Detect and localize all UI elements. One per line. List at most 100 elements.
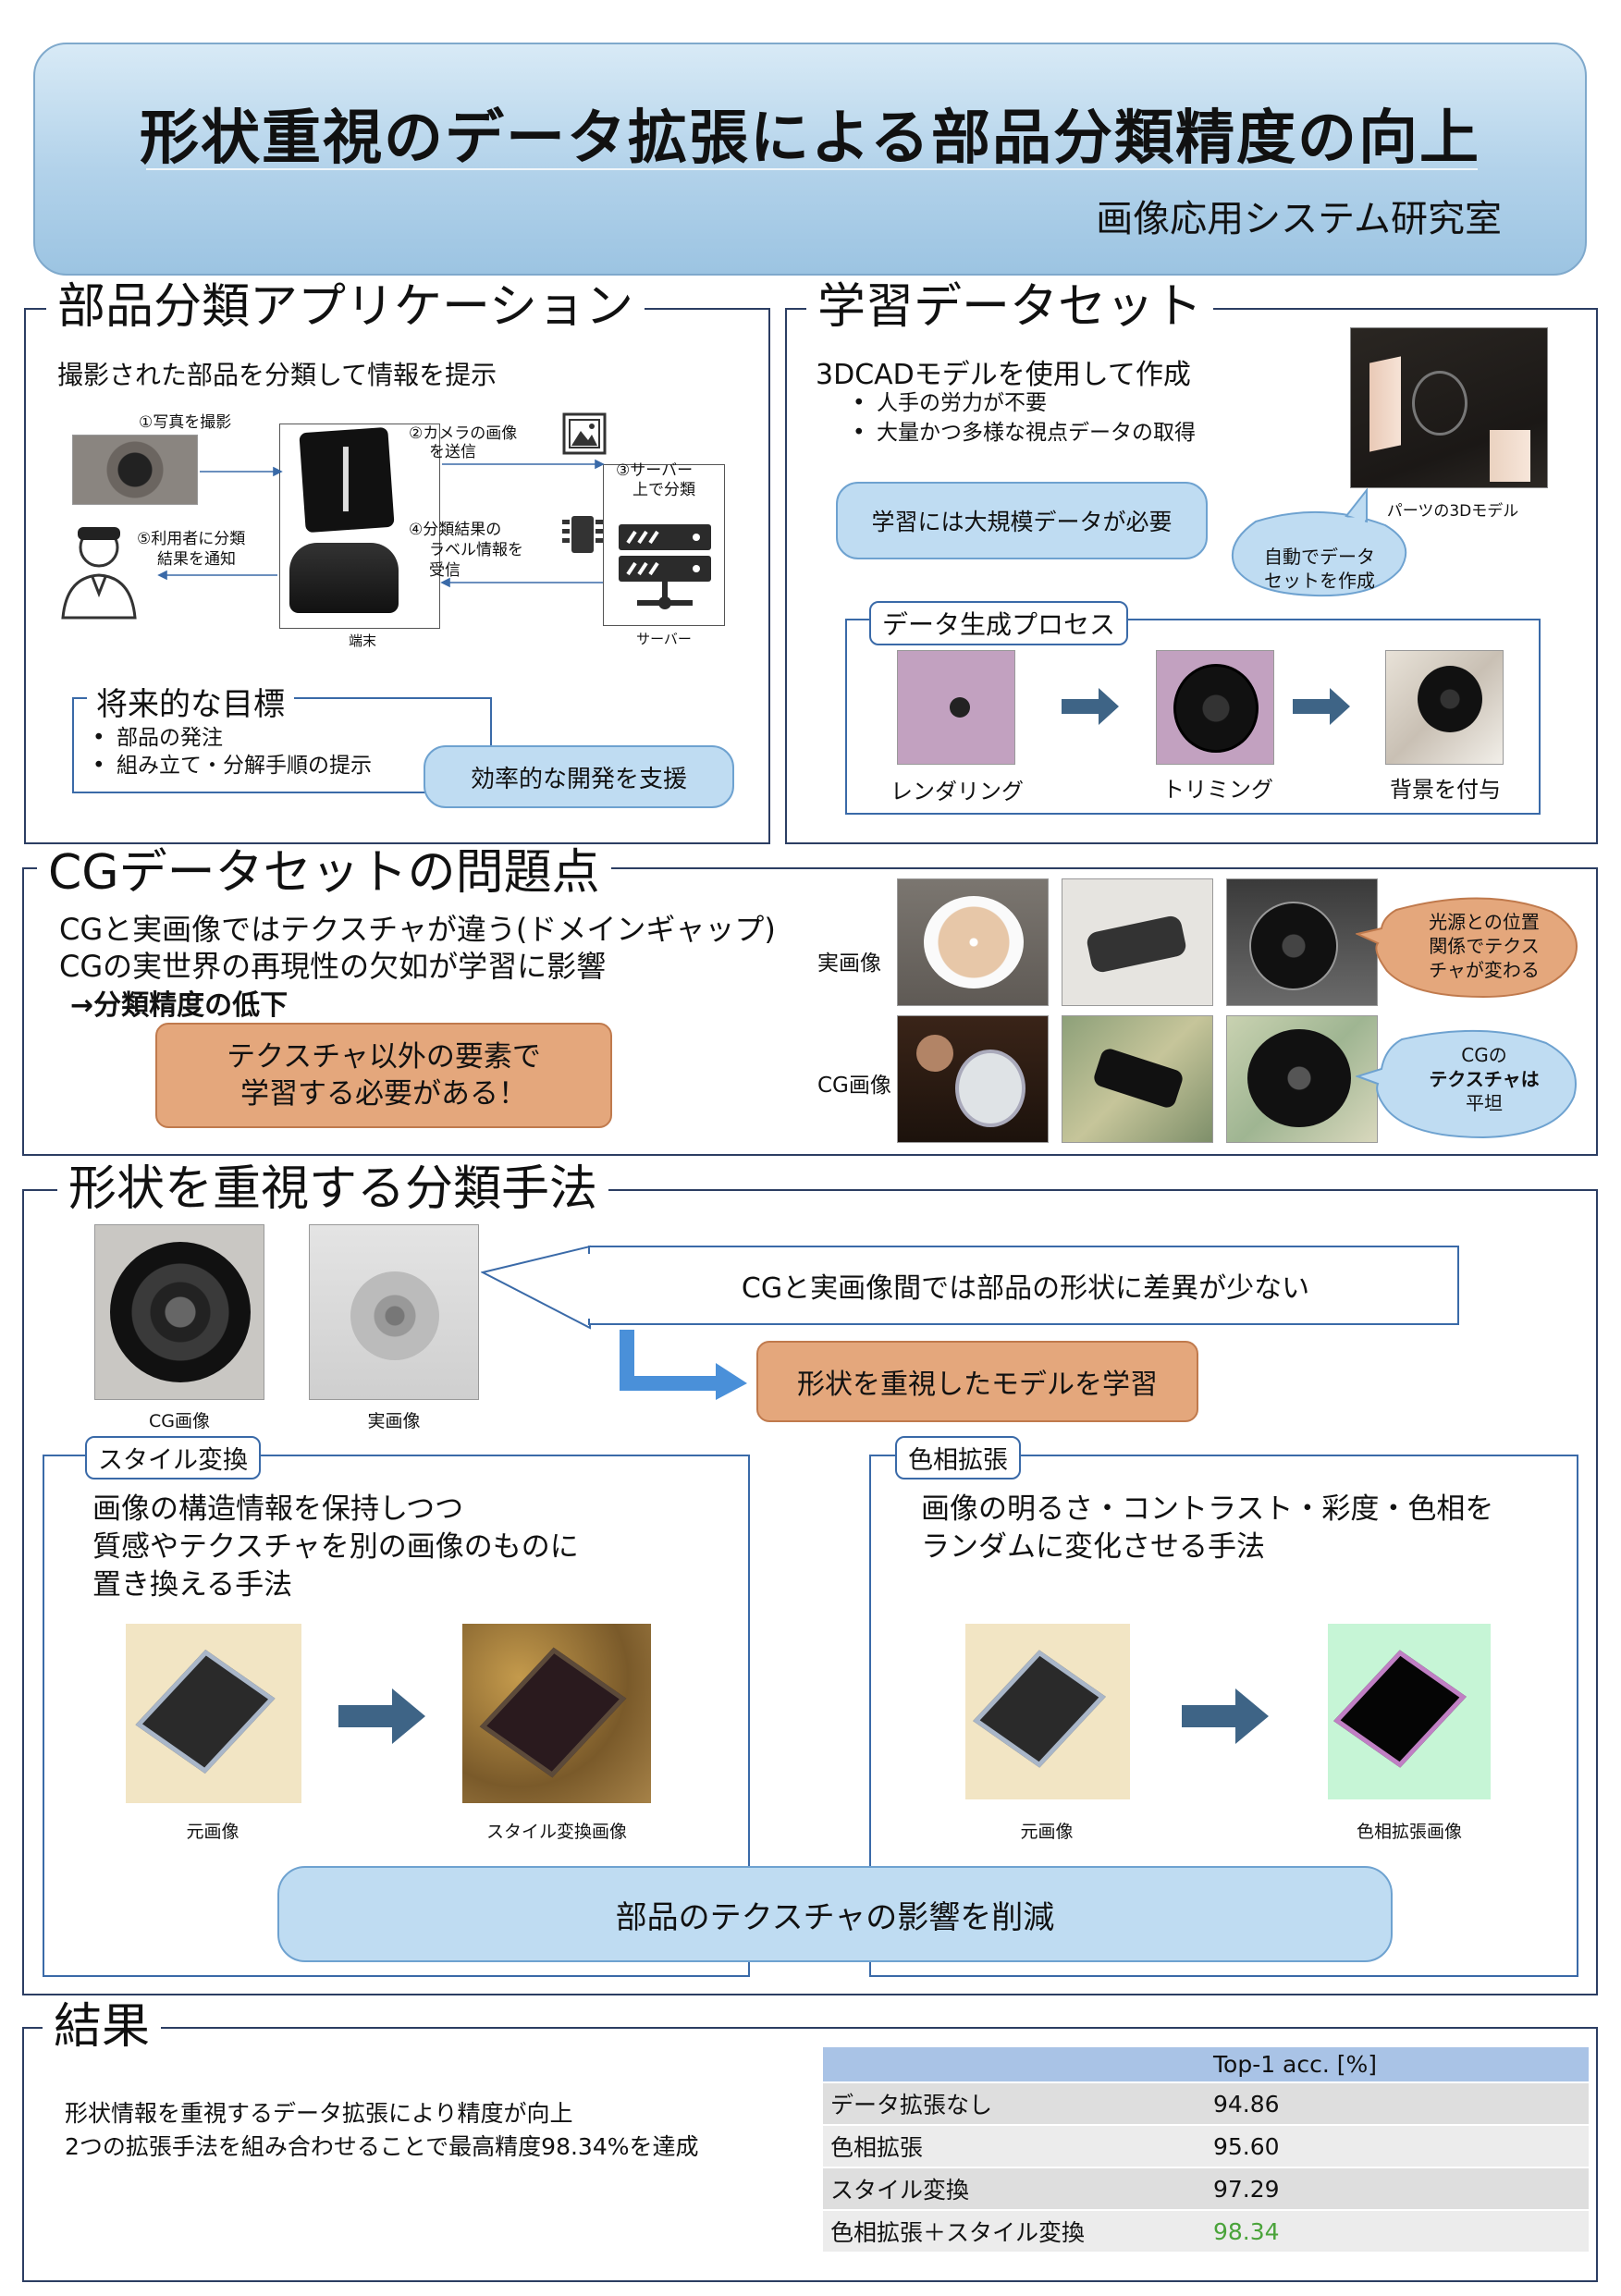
results-line-2: 2つの拡張手法を組み合わせることで最高精度98.34%を達成	[65, 2133, 699, 2160]
real-image-1	[897, 878, 1049, 1006]
method-cg-caption: CG画像	[149, 1411, 210, 1431]
support-bubble: 効率的な開発を支援	[424, 745, 734, 808]
auto-bubble-line-b: セットを作成	[1264, 570, 1375, 592]
lab-name: 画像応用システム研究室	[1096, 198, 1502, 240]
part-3d-model-image	[1350, 327, 1548, 488]
method-real-caption: 実画像	[367, 1411, 421, 1431]
table-header-cell	[823, 2047, 1206, 2083]
model-caption: パーツの3Dモデル	[1386, 502, 1519, 521]
future-goal-item: 組み立て・分解手順の提示	[92, 752, 372, 780]
step-2-label-a: ②カメラの画像	[409, 424, 518, 443]
style-source-caption: 元画像	[186, 1822, 239, 1842]
table-cell-accuracy: 97.29	[1206, 2167, 1589, 2211]
label-data-icon	[562, 516, 603, 553]
server-box	[603, 464, 725, 626]
hue-augmentation-title: 色相拡張	[895, 1436, 1021, 1480]
step-4-label-a: ④分類結果の	[409, 521, 502, 539]
cg-texture-bubble-text: CGの テクスチャは 平坦	[1429, 1044, 1540, 1114]
background-added-image	[1385, 650, 1504, 765]
dataset-line: 3DCADモデルを使用して作成	[816, 359, 1191, 391]
step-3-label-a: ③サーバー	[616, 461, 694, 480]
real-image-label: 実画像	[817, 952, 881, 976]
problem-section-title: CGデータセットの問題点	[37, 849, 611, 897]
learn-arrow	[620, 1330, 747, 1400]
results-section-title: 結果	[43, 2003, 162, 2051]
hue-result-caption: 色相拡張画像	[1356, 1822, 1462, 1842]
table-cell-accuracy: 94.86	[1206, 2082, 1589, 2126]
process-step-label: レンダリング	[890, 779, 1024, 804]
table-cell-method: データ拡張なし	[823, 2082, 1206, 2126]
table-row: スタイル変換 97.29	[823, 2167, 1589, 2211]
table-cell-method: 色相拡張＋スタイル変換	[823, 2210, 1206, 2253]
step-4-label-b: ラベル情報を	[429, 541, 523, 559]
reduce-texture-box: 部品のテクスチャの影響を削減	[277, 1866, 1393, 1962]
lighting-speech-bubble	[1356, 897, 1578, 999]
problem-line-1: CGと実画像ではテクスチャが違う(ドメインギャップ)	[59, 912, 776, 947]
hue-augmentation-frame	[869, 1455, 1578, 1977]
statement-text: CGと実画像間では部品の形状に差異が少ない	[741, 1272, 1310, 1305]
problem-line-2: CGの実世界の再現性の欠如が学習に影響	[59, 949, 607, 984]
trim-image	[1156, 650, 1274, 765]
auto-speech-bubble	[1231, 488, 1407, 597]
process-step-label: トリミング	[1162, 777, 1273, 803]
future-goal-list: 部品の発注 組み立て・分解手順の提示	[92, 724, 372, 780]
poster-header: 形状重視のデータ拡張による部品分類精度の向上 画像応用システム研究室	[33, 43, 1587, 276]
step-2-label-b: を送信	[429, 443, 476, 461]
table-cell-method: スタイル変換	[823, 2167, 1206, 2211]
server-caption: サーバー	[636, 631, 692, 647]
step-5-label-b: 結果を通知	[157, 550, 236, 569]
process-step-label: 背景を付与	[1390, 777, 1501, 803]
render-image	[897, 650, 1015, 765]
poster-title: 形状重視のデータ拡張による部品分類精度の向上	[139, 104, 1481, 173]
table-cell-accuracy: 95.60	[1206, 2125, 1589, 2168]
hue-augmentation-arrow	[1182, 1688, 1269, 1744]
image-icon	[562, 412, 607, 455]
style-transfer-frame	[43, 1455, 750, 1977]
hue-result-image	[1328, 1624, 1491, 1799]
dataset-bullet: 人手の労力が不要	[853, 388, 1196, 418]
style-transfer-desc: 画像の構造情報を保持しつつ 質感やテクスチャを別の画像のものに 置き換える手法	[92, 1492, 579, 1602]
method-real-image	[309, 1224, 479, 1400]
future-goal-title: 将来的な目標	[87, 679, 294, 724]
hue-source-image	[965, 1624, 1130, 1799]
cg-texture-speech-bubble	[1356, 1029, 1577, 1139]
data-process-title: データ生成プロセス	[869, 601, 1129, 645]
table-row: データ拡張なし 94.86	[823, 2082, 1589, 2126]
method-section-title: 形状を重視する分類手法	[57, 1165, 609, 1213]
terminal-caption: 端末	[348, 632, 376, 649]
requirement-line: 学習する必要がある！	[240, 1077, 527, 1111]
style-source-image	[126, 1624, 301, 1803]
real-image-2	[1062, 878, 1213, 1006]
cg-image-2	[1062, 1015, 1213, 1143]
hue-augmentation-desc: 画像の明るさ・コントラスト・彩度・色相を ランダムに変化させる手法	[921, 1492, 1494, 1564]
process-arrow-2	[1293, 688, 1350, 725]
step-3-label-b: 上で分類	[632, 481, 695, 499]
table-cell-method: 色相拡張	[823, 2125, 1206, 2168]
app-diagram: ①写真を撮影 端末 サーバー ③サーバー 上で分類 ②カメラの画像 を送信	[37, 407, 758, 661]
style-result-image	[462, 1624, 651, 1803]
problem-line-3: →分類精度の低下	[70, 989, 289, 1022]
learn-box: 形状を重視したモデルを学習	[756, 1341, 1198, 1422]
results-section	[22, 2027, 1598, 2282]
requirement-box: テクスチャ以外の要素で 学習する必要がある！	[155, 1023, 612, 1128]
app-description: 撮影された部品を分類して情報を提示	[57, 360, 497, 390]
flow-arrows	[157, 459, 605, 588]
cg-image-label: CG画像	[817, 1074, 891, 1098]
table-cell-accuracy-best: 98.34	[1206, 2210, 1589, 2253]
statement-callout	[481, 1245, 1459, 1330]
style-transfer-title: スタイル変換	[85, 1436, 261, 1480]
table-row: 色相拡張＋スタイル変換 98.34	[823, 2210, 1589, 2253]
process-arrow-1	[1062, 688, 1119, 725]
lighting-bubble-text: 光源との位置 関係でテクス チャが変わる	[1429, 911, 1540, 981]
style-transfer-arrow	[338, 1688, 425, 1744]
user-icon	[61, 527, 137, 620]
future-goal-box	[72, 697, 492, 793]
results-line-1: 形状情報を重視するデータ拡張により精度が向上	[65, 2100, 573, 2127]
method-cg-image	[94, 1224, 264, 1400]
data-process-frame	[845, 619, 1541, 815]
cg-image-1	[897, 1015, 1049, 1143]
requirement-line: テクスチャ以外の要素で	[227, 1040, 541, 1074]
hue-source-caption: 元画像	[1020, 1822, 1074, 1842]
dataset-section-title: 学習データセット	[806, 283, 1214, 331]
server-icon	[619, 524, 711, 609]
